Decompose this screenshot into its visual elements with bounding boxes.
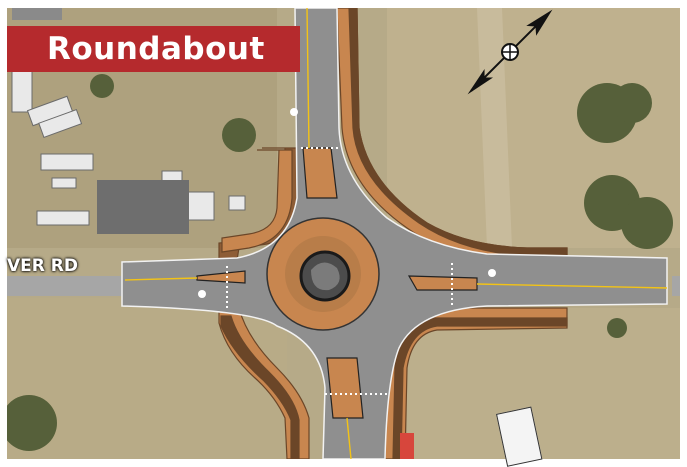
central-island (266, 217, 380, 331)
lane-markings (124, 8, 668, 459)
bike-symbols (198, 108, 496, 298)
road-surface (121, 8, 668, 459)
title-banner: Roundabout (7, 26, 300, 72)
north-arrow-icon (467, 9, 553, 95)
splitter-islands (196, 147, 478, 419)
roundabout-plan (7, 8, 680, 459)
road-name-label: VER RD (7, 256, 78, 276)
building-roof (97, 180, 189, 234)
crosswalks (226, 147, 453, 395)
rural-sign-text: RURAL C COLOR (496, 407, 511, 416)
aerial-map (7, 8, 680, 459)
tree-cluster (7, 74, 673, 451)
